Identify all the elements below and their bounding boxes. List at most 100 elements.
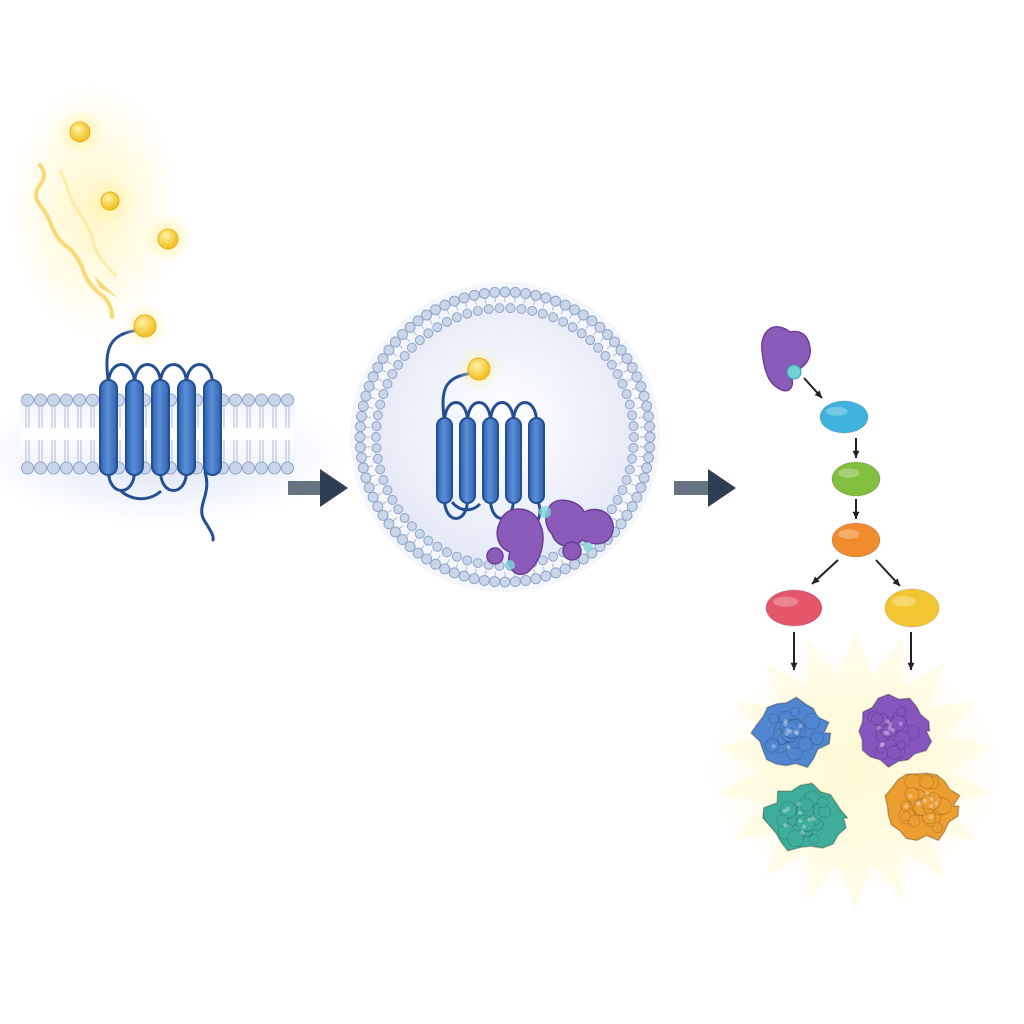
lipid-head xyxy=(372,453,383,464)
intracellular-loop xyxy=(450,500,482,512)
lipid-head xyxy=(516,304,527,315)
lipid-head xyxy=(60,393,73,407)
lipid-head xyxy=(414,528,425,539)
lipid-head xyxy=(372,362,384,374)
cascade-node-orange-highlight xyxy=(838,529,860,539)
lipid-head xyxy=(396,534,408,546)
lipid-head xyxy=(635,482,647,494)
receptor-c-terminus xyxy=(200,470,215,542)
lipid-head xyxy=(367,371,379,383)
lipid-head xyxy=(375,399,386,410)
lipid-head xyxy=(423,328,434,339)
protein-subunit xyxy=(790,706,801,717)
protein-highlight xyxy=(898,721,903,726)
protein-highlight xyxy=(885,731,890,736)
lipid-head xyxy=(638,390,650,402)
lipid-head xyxy=(404,321,416,333)
lipid-head xyxy=(355,410,367,422)
arrow-shaft xyxy=(674,481,710,495)
protein-highlight xyxy=(908,794,913,799)
lipid-head xyxy=(406,521,417,532)
lipid-head xyxy=(472,558,483,569)
lipid-head xyxy=(540,570,552,582)
protein-subunit xyxy=(871,712,884,726)
arrow-head xyxy=(320,469,348,507)
protein-highlight xyxy=(797,810,803,816)
lipid-head xyxy=(412,315,424,327)
protein-subunit xyxy=(896,740,906,750)
wavy-ray xyxy=(58,169,118,278)
protein-highlight xyxy=(887,726,893,731)
lipid-head xyxy=(558,316,569,327)
effector-protein xyxy=(496,508,544,575)
lipid-head xyxy=(34,393,47,407)
wavy-ray xyxy=(34,163,114,319)
lipid-head xyxy=(520,575,532,587)
lipid-head xyxy=(389,336,401,348)
lipid-head xyxy=(621,389,632,400)
lipid-head xyxy=(548,551,559,562)
lipid-head xyxy=(73,393,86,407)
lipid-head xyxy=(499,576,511,588)
protein-highlight xyxy=(929,804,934,809)
ligand xyxy=(69,121,91,143)
lipid-head xyxy=(559,563,571,575)
lipid-head xyxy=(399,513,410,524)
cascade-arrows xyxy=(790,377,915,670)
lipid-head xyxy=(372,500,384,512)
lipid-head xyxy=(478,287,490,299)
protein-subunit xyxy=(808,833,820,845)
lipid-head xyxy=(462,308,473,319)
panel-arrows xyxy=(288,469,736,507)
protein-highlight xyxy=(771,744,776,749)
lipid-head xyxy=(621,353,633,365)
cascade-node-orange xyxy=(831,522,881,558)
protein-highlight xyxy=(888,722,893,727)
protein-highlight xyxy=(783,823,788,828)
lipid-head xyxy=(585,335,596,346)
lipid-head xyxy=(499,286,511,298)
receptor xyxy=(99,304,222,542)
protein-highlight xyxy=(880,742,885,747)
effector-subunit xyxy=(486,547,504,565)
protein-highlight xyxy=(798,723,803,729)
lipid-head xyxy=(606,359,617,370)
lipid-head xyxy=(458,292,470,304)
protein-highlight xyxy=(807,817,812,822)
lipid-head xyxy=(568,304,580,316)
transmembrane-helix xyxy=(528,417,545,504)
lipid-head xyxy=(268,461,281,475)
lipid-head xyxy=(615,344,627,356)
cascade-arrow-head xyxy=(814,390,822,398)
protein-highlight xyxy=(788,729,793,734)
lipid-head xyxy=(355,452,367,464)
protein-complex-blue xyxy=(750,696,832,769)
lipid-head xyxy=(462,555,473,566)
effector-protein xyxy=(545,499,614,547)
lipid-head xyxy=(548,312,559,323)
lipid-head xyxy=(621,474,632,485)
lipid-head xyxy=(387,369,398,380)
bound-effector-proteins xyxy=(486,499,614,575)
lipid-head xyxy=(644,441,656,453)
lipid-head xyxy=(567,322,578,333)
lipid-head xyxy=(641,462,653,474)
cascade-node-yellow-highlight xyxy=(891,596,917,607)
lipid-head xyxy=(629,432,639,442)
lipid-head xyxy=(371,432,381,442)
lipid-head xyxy=(577,309,589,321)
transmembrane-helix xyxy=(99,379,118,476)
protein-subunit xyxy=(931,822,943,834)
protein-subunit xyxy=(786,830,804,848)
lipid-head xyxy=(423,535,434,546)
protein-highlight xyxy=(800,830,805,835)
lipid-head xyxy=(509,576,521,588)
lipid-head xyxy=(360,472,372,484)
internalized-receptor xyxy=(436,347,545,541)
protein-highlight xyxy=(798,818,803,824)
lipid-head xyxy=(617,485,628,496)
cascade-node-yellow xyxy=(884,588,940,628)
lipid-head xyxy=(577,553,589,565)
lipid-head xyxy=(448,295,460,307)
lipid-head xyxy=(404,541,416,553)
